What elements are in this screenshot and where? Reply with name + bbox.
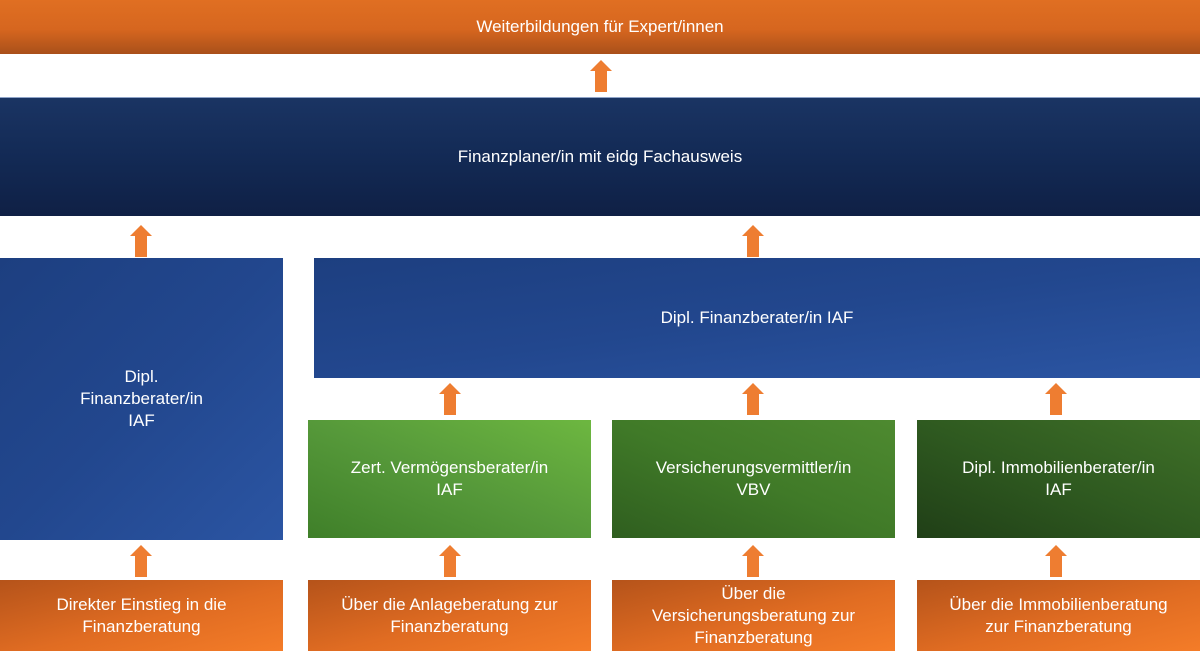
finanzplaner-box: Finanzplaner/in mit eidg Fachausweis — [0, 97, 1200, 216]
label-line: Finanzberatung — [694, 627, 813, 647]
expert-trainings-label: Weiterbildungen für Expert/innen — [476, 17, 724, 36]
up-arrow-icon — [130, 545, 152, 577]
label-line: Versicherungsberatung zur — [651, 605, 856, 625]
up-arrow-icon — [1045, 383, 1067, 415]
left-diplom-box: Dipl. Finanzberater/in IAF — [0, 258, 283, 540]
label-line: Finanzberatung — [82, 616, 201, 636]
label-line: VBV — [736, 480, 771, 499]
up-arrow-icon — [742, 383, 764, 415]
finanzplaner-label: Finanzplaner/in mit eidg Fachausweis — [457, 147, 743, 166]
up-arrow-icon — [439, 545, 461, 577]
label-line: IAF — [436, 480, 463, 499]
label-line: zur Finanzberatung — [985, 616, 1132, 636]
label-line: Finanzberater/in — [80, 389, 203, 408]
right-diplom-label: Dipl. Finanzberater/in IAF — [660, 308, 854, 327]
label-line: IAF — [128, 411, 155, 430]
label-line: Über die Anlageberatung zur — [341, 594, 558, 614]
up-arrow-icon — [130, 225, 152, 257]
expert-trainings-box: Weiterbildungen für Expert/innen — [0, 0, 1200, 54]
label-line: Dipl. — [124, 367, 159, 386]
label-line: Direkter Einstieg in die — [56, 594, 227, 614]
label-line: Finanzberatung — [390, 616, 509, 636]
up-arrow-icon — [439, 383, 461, 415]
left-diplom-label: Dipl. Finanzberater/in IAF — [80, 366, 203, 432]
label-line: Versicherungsvermittler/in — [655, 458, 852, 477]
right-diplom-box: Dipl. Finanzberater/in IAF — [314, 258, 1200, 378]
up-arrow-icon — [742, 225, 764, 257]
label-line: Dipl. Immobilienberater/in — [962, 458, 1155, 477]
up-arrow-icon — [742, 545, 764, 577]
up-arrow-icon — [1045, 545, 1067, 577]
label-line: Zert. Vermögensberater/in — [350, 458, 549, 477]
label-line: Über die Immobilienberatung — [949, 594, 1168, 614]
label-line: Über die — [721, 583, 786, 603]
up-arrow-icon — [590, 60, 612, 92]
label-line: IAF — [1045, 480, 1072, 499]
